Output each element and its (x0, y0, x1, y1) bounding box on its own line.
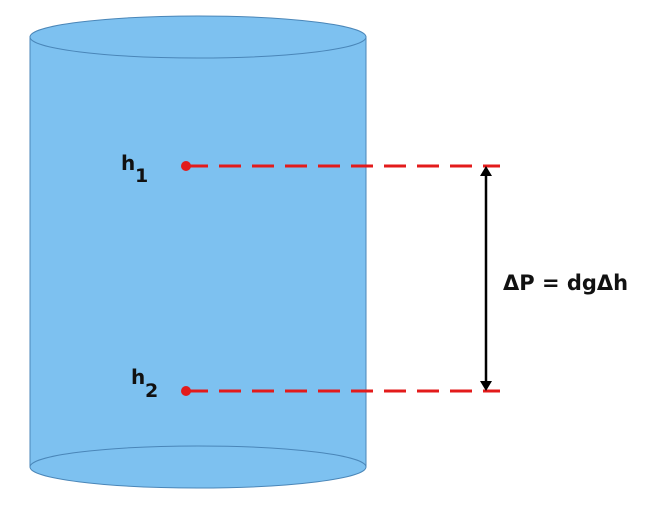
liquid-cylinder (29, 15, 367, 489)
level-h1-label: h1 (121, 151, 148, 187)
cylinder-top-surface (29, 15, 367, 59)
level-h2-label: h2 (131, 365, 158, 402)
level-h1-point (181, 161, 191, 171)
level-h2: h2 (131, 365, 500, 402)
level-h1: h1 (121, 151, 500, 187)
cylinder-body (29, 36, 367, 489)
pressure-formula: ΔP = dgΔh (503, 271, 628, 295)
cylinder-bottom-back-edge (29, 445, 367, 468)
level-h2-point (181, 386, 191, 396)
